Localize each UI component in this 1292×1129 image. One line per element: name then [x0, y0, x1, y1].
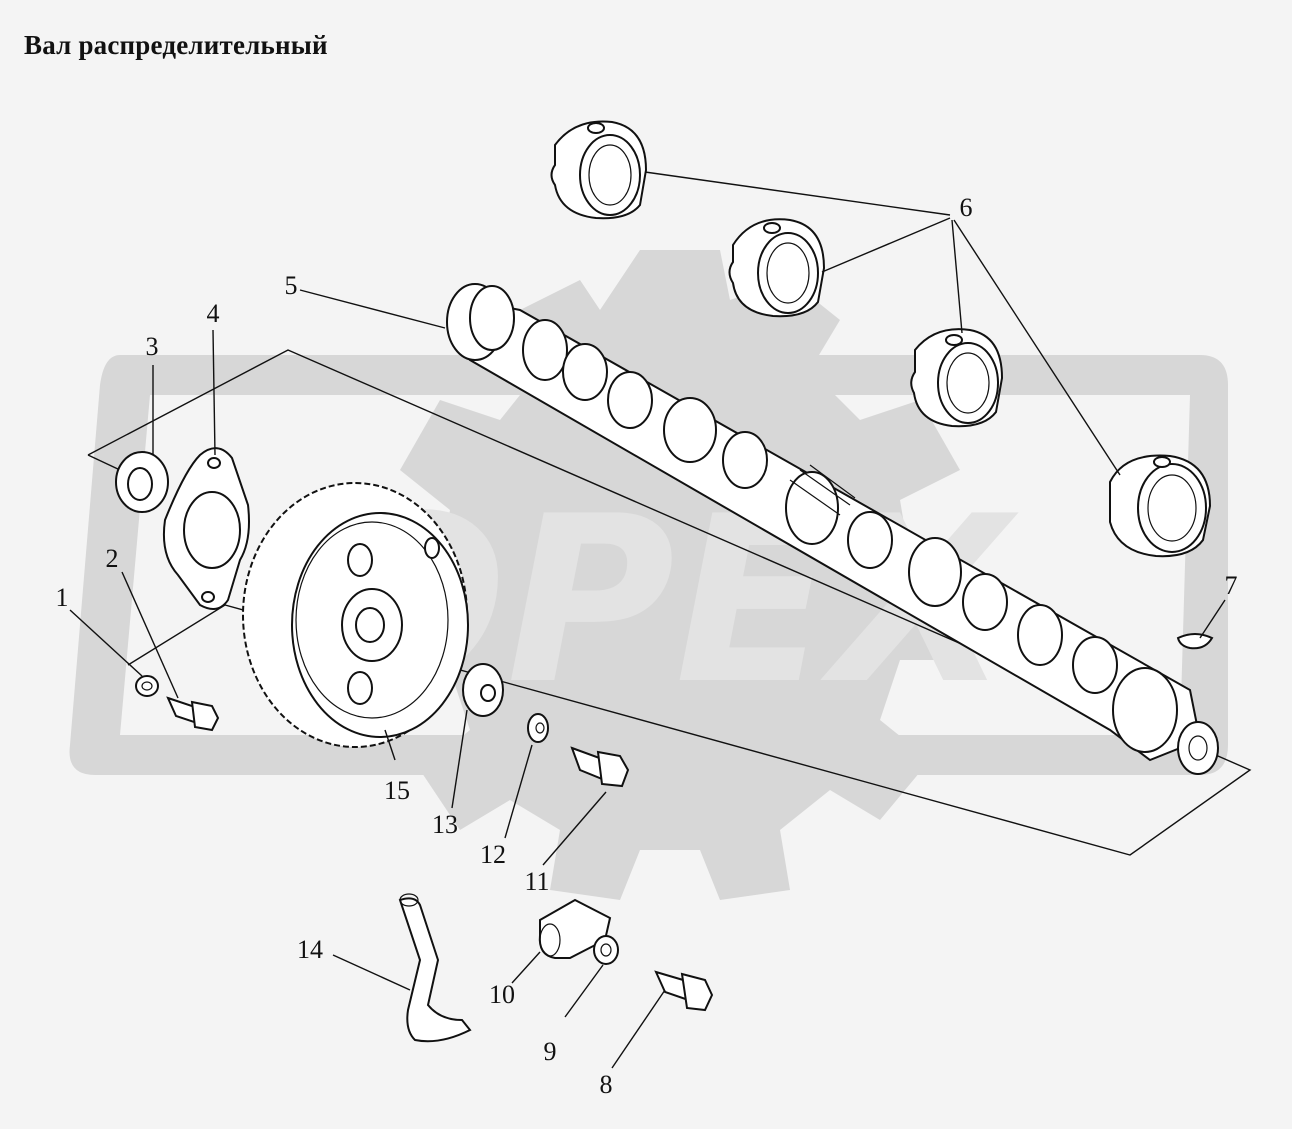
callout-14: 14 — [297, 935, 323, 964]
lock-washer — [527, 713, 549, 743]
bearing-sleeve — [728, 218, 826, 318]
bearing-sleeve — [1109, 454, 1212, 558]
callout-12: 12 — [480, 840, 506, 869]
bolt — [166, 696, 220, 732]
callout-4: 4 — [207, 299, 220, 328]
callout-9: 9 — [544, 1037, 557, 1066]
diagram-title: Вал распределительный — [24, 30, 328, 60]
callout-13: 13 — [432, 810, 458, 839]
washer — [462, 663, 504, 717]
bolt — [654, 970, 714, 1012]
callout-8: 8 — [600, 1070, 613, 1099]
washer — [593, 935, 619, 965]
callout-10: 10 — [489, 980, 515, 1009]
thrust-washer — [115, 451, 169, 513]
callout-5: 5 — [285, 271, 298, 300]
callout-15: 15 — [384, 776, 410, 805]
assembly-frame — [87, 349, 1252, 856]
camshaft — [446, 283, 1219, 775]
leader-lines — [69, 171, 1226, 1069]
callout-2: 2 — [106, 544, 119, 573]
callout-6: 6 — [960, 193, 973, 222]
woodruff-key — [1176, 633, 1214, 650]
bearing-sleeve — [910, 328, 1004, 428]
callout-11: 11 — [524, 867, 549, 896]
callout-3: 3 — [146, 332, 159, 361]
camshaft-gear — [242, 482, 469, 748]
watermark-logo: OPEX — [69, 250, 1229, 900]
gasket — [162, 447, 250, 610]
callout-labels: 1 2 3 4 5 6 7 8 9 10 11 12 13 14 15 — [56, 193, 1238, 1099]
callout-7: 7 — [1225, 571, 1238, 600]
callout-1: 1 — [56, 583, 69, 612]
bearing-sleeve — [550, 120, 648, 220]
oil-pipe — [398, 893, 472, 1043]
nut — [135, 675, 159, 697]
bolt — [570, 746, 630, 788]
pipe-clamp — [538, 898, 612, 959]
